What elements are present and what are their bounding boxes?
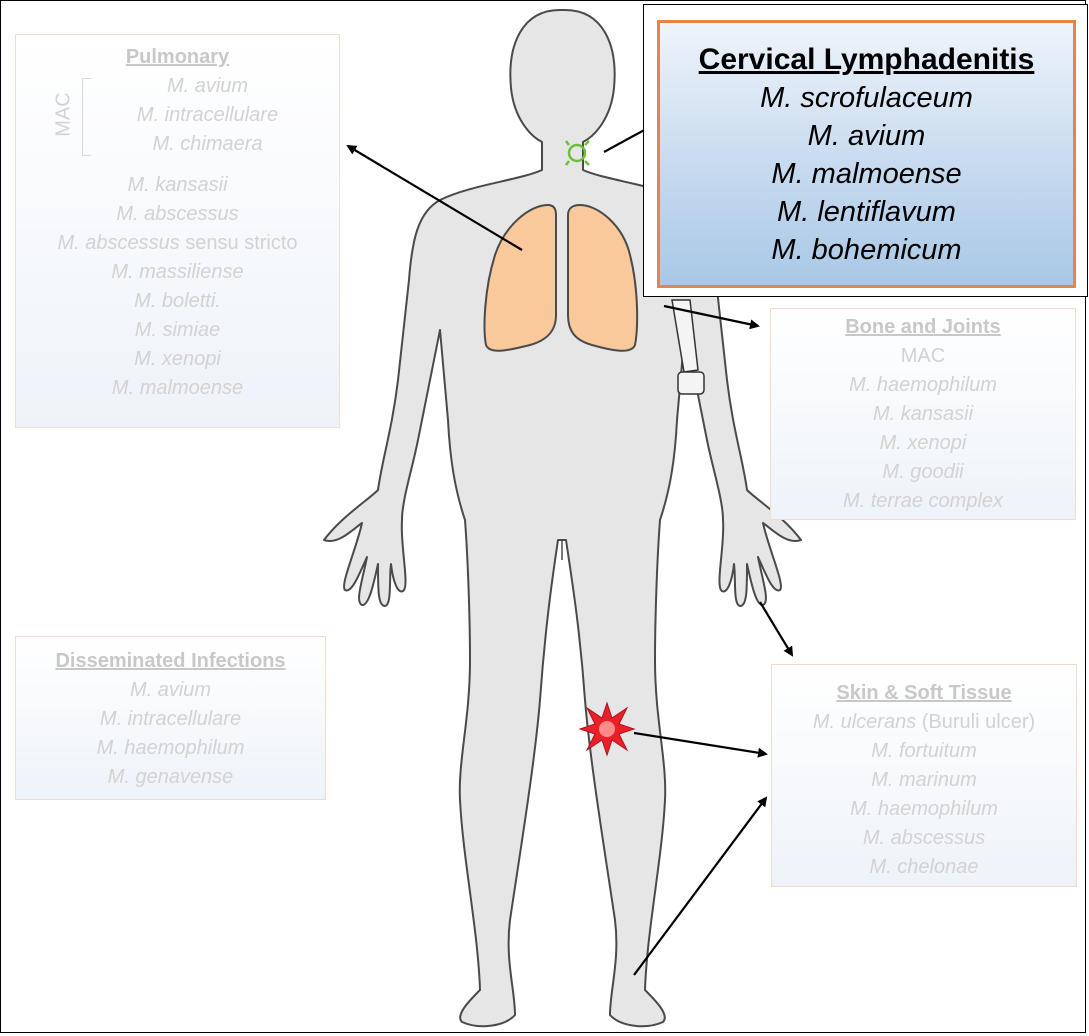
list-item: M. lentiflavum [660, 193, 1073, 231]
list-item: M. simiae [16, 316, 339, 345]
list-item: M. bohemicum [660, 231, 1073, 269]
species-name: M. ulcerans [813, 711, 916, 733]
list-item: M. avium [660, 117, 1073, 155]
list-item: M. haemophilum [16, 734, 325, 763]
list-item: M. kansasii [16, 171, 339, 200]
bone-title: Bone and Joints [771, 313, 1075, 342]
cervical-lymphadenitis-panel: Cervical Lymphadenitis M. scrofulaceum M… [643, 4, 1088, 297]
mac-group: MAC M. avium M. intracellulare M. chimae… [16, 72, 339, 159]
mac-label: MAC [50, 92, 79, 136]
list-item: M. scrofulaceum [660, 79, 1073, 117]
disseminated-title: Disseminated Infections [16, 647, 325, 676]
list-item: M. avium [86, 72, 329, 101]
list-item-ulcerans: M. ulcerans (Buruli ulcer) [772, 708, 1076, 737]
list-item: M. haemophilum [772, 795, 1076, 824]
list-item: M. malmoense [660, 155, 1073, 193]
list-item: M. kansasii [771, 400, 1075, 429]
list-item: M. abscessus [16, 200, 339, 229]
list-item: M. abscessus [772, 824, 1076, 853]
list-item: M. goodii [771, 458, 1075, 487]
list-item: M. chelonae [772, 853, 1076, 882]
cervical-box: Cervical Lymphadenitis M. scrofulaceum M… [657, 20, 1076, 288]
list-item: M. malmoense [16, 374, 339, 403]
list-item: M. xenopi [16, 345, 339, 374]
arrow-hand-to-skin [760, 602, 792, 655]
list-item: M. haemophilum [771, 371, 1075, 400]
list-item: M. intracellulare [16, 705, 325, 734]
list-item: M. intracellulare [86, 101, 329, 130]
list-item: M. genavense [16, 763, 325, 792]
list-item-abscessus-ss: M. abscessus sensu stricto [16, 229, 339, 258]
list-item: M. boletti. [16, 287, 339, 316]
list-item: MAC [771, 342, 1075, 371]
species-qualifier: sensu stricto [180, 232, 298, 254]
list-item: M. xenopi [771, 429, 1075, 458]
species-name: M. abscessus [57, 232, 179, 254]
disseminated-box: Disseminated Infections M. avium M. intr… [15, 636, 326, 800]
pulmonary-title: Pulmonary [16, 43, 339, 72]
bone-joints-box: Bone and Joints MAC M. haemophilum M. ka… [770, 308, 1076, 520]
list-item: M. avium [16, 676, 325, 705]
skin-soft-tissue-box: Skin & Soft Tissue M. ulcerans (Buruli u… [771, 664, 1077, 887]
list-item: M. fortuitum [772, 737, 1076, 766]
list-item: M. marinum [772, 766, 1076, 795]
arrow-node-to-cervical [604, 128, 648, 152]
knee-lesion-icon [580, 703, 634, 755]
skin-title: Skin & Soft Tissue [772, 679, 1076, 708]
species-qualifier: (Buruli ulcer) [916, 711, 1035, 733]
cervical-title: Cervical Lymphadenitis [660, 41, 1073, 79]
list-item: M. terrae complex [771, 487, 1075, 516]
pulmonary-box: Pulmonary MAC M. avium M. intracellulare… [15, 34, 340, 428]
list-item: M. massiliense [16, 258, 339, 287]
list-item: M. chimaera [86, 130, 329, 159]
